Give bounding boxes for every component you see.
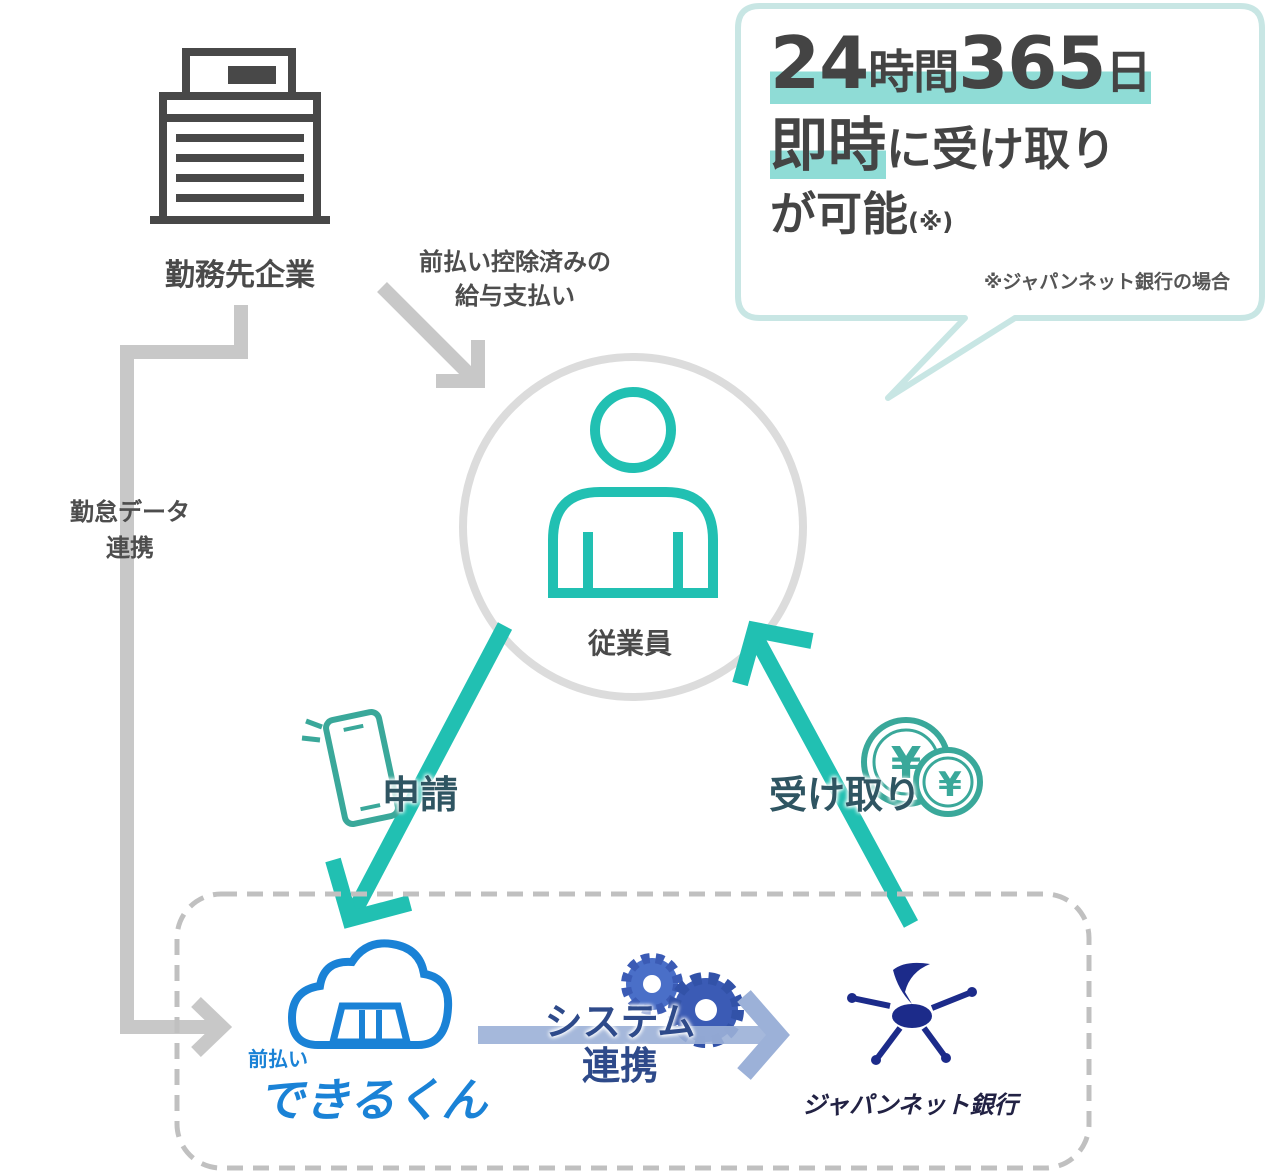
- company-label: 勤務先企業: [165, 258, 315, 293]
- attendance-connector: [120, 305, 248, 1034]
- hours-unit: 時間: [868, 45, 959, 99]
- speech-bubble: [735, 3, 1265, 401]
- salary-payment-line1: 前払い控除済みの: [419, 248, 611, 276]
- system-group-box: [174, 891, 1092, 1171]
- hours-number: 24: [770, 21, 869, 105]
- app-logo-prefix: 前払い: [248, 1047, 308, 1071]
- bubble-footnote: ※ジャパンネット銀行の場合: [983, 271, 1230, 293]
- employee-circle: [459, 353, 807, 701]
- yen-coins-icon: ¥ ¥: [861, 717, 983, 817]
- system-link-line1: システム: [544, 1000, 696, 1044]
- cloud-icon: [287, 939, 453, 1049]
- apply-arrow: [344, 622, 513, 920]
- attendance-arrowhead: [191, 996, 233, 1058]
- salary-arrow: [377, 282, 480, 385]
- employee-label: 従業員: [587, 627, 672, 660]
- system-link-line2: 連携: [581, 1044, 658, 1088]
- receive-arrow: [746, 630, 919, 928]
- note-mark: (※): [908, 208, 954, 236]
- attendance-label: 勤怠データ 連携: [40, 494, 220, 566]
- smartphone-icon: [301, 709, 401, 827]
- instant-highlight: 即時: [770, 111, 887, 179]
- building-icon: [150, 48, 330, 224]
- person-icon: [548, 387, 718, 598]
- bubble-message: 24時間365日 即時に受け取り が可能(※): [770, 25, 1240, 252]
- system-link-label: システム 連携: [520, 1000, 720, 1088]
- receive-text: に受け取り: [886, 122, 1117, 176]
- days-number: 365: [958, 21, 1106, 105]
- svg-text:¥: ¥: [938, 765, 962, 805]
- days-unit: 日: [1105, 45, 1152, 99]
- salary-payment-label: 前払い控除済みの 給与支払い: [380, 245, 650, 313]
- system-link-arrowhead: [737, 990, 790, 1080]
- receive-label: 受け取り: [768, 773, 921, 817]
- apply-arrowhead: [325, 857, 413, 929]
- salary-payment-line2: 給与支払い: [455, 282, 575, 310]
- bank-name: ジャパンネット銀行: [802, 1091, 1018, 1119]
- possible-text: が可能: [770, 187, 908, 241]
- bank-logo-icon: [847, 962, 977, 1065]
- apply-label: 申請: [381, 773, 458, 817]
- attendance-line2: 連携: [106, 534, 154, 562]
- salary-arrowhead: [436, 340, 485, 388]
- attendance-line1: 勤怠データ: [70, 498, 190, 526]
- receive-arrowhead: [732, 620, 814, 687]
- app-logo-name: できるくん: [258, 1073, 488, 1127]
